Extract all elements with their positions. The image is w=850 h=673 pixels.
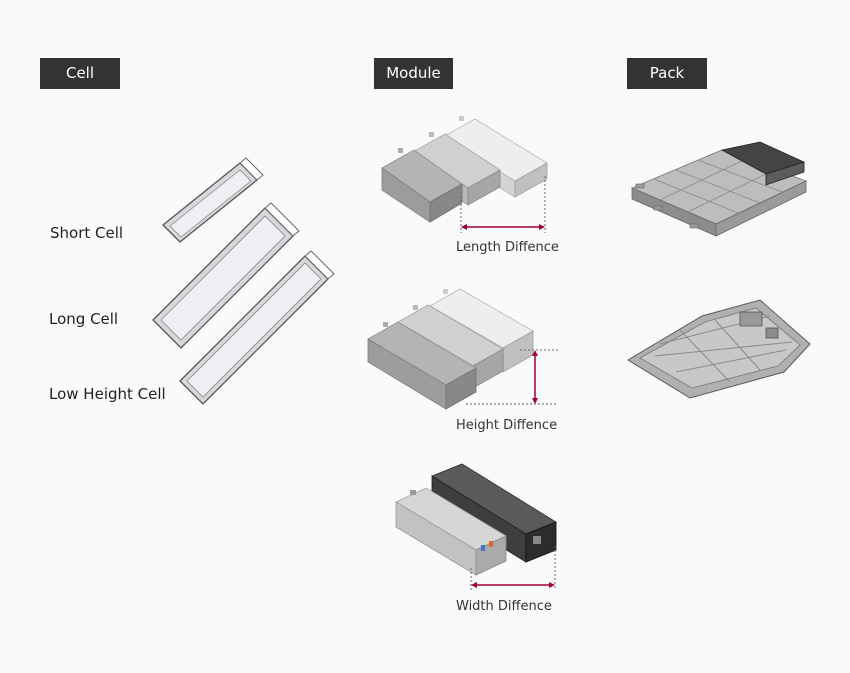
module-width-image bbox=[395, 463, 557, 590]
low-height-cell-image bbox=[179, 250, 335, 405]
pack-header: Pack bbox=[627, 58, 707, 89]
pack-image-2 bbox=[627, 299, 811, 399]
short-cell-image bbox=[162, 157, 264, 243]
length-difference-caption: Length Diffence bbox=[456, 240, 559, 255]
module-header: Module bbox=[374, 58, 453, 89]
pack-image-1 bbox=[630, 141, 808, 237]
long-cell-image bbox=[152, 202, 300, 349]
short-cell-label: Short Cell bbox=[50, 224, 124, 242]
height-difference-caption: Height Diffence bbox=[456, 418, 558, 433]
long-cell-label: Long Cell bbox=[49, 310, 119, 328]
cell-header: Cell bbox=[40, 58, 120, 89]
module-height-image bbox=[367, 288, 558, 410]
low-height-cell-label: Low Height Cell bbox=[49, 385, 166, 403]
width-difference-caption: Width Diffence bbox=[456, 599, 552, 614]
module-length-image bbox=[381, 116, 548, 233]
